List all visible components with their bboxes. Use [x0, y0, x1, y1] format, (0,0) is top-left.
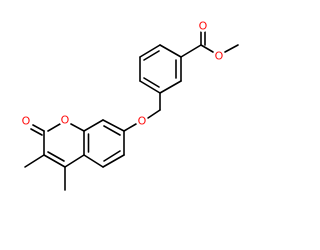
bond-c8-c7-inner	[103, 125, 121, 136]
bond-o1-c8a	[70, 123, 85, 132]
ester-carbonyl-oxygen-label: O	[199, 20, 208, 33]
bond-c2-carbonyl-b	[30, 128, 43, 136]
bond-c6prime-c1prime-inner	[143, 77, 160, 88]
ether-oxygen-label: O	[138, 115, 147, 128]
bond-ether-o-ch2	[147, 109, 161, 119]
bond-ring-ester-carbon	[180, 44, 202, 58]
ether-oxygen-atom: O	[136, 115, 148, 128]
bond-c4a-c4	[64, 154, 85, 168]
bond-c2-o1	[47, 123, 61, 132]
chemical-structure-diagram: O O O O O	[20, 20, 239, 191]
bond-c4-c3	[43, 154, 66, 168]
bond-c6-c5	[102, 154, 125, 168]
bond-c8a-c8	[83, 119, 104, 132]
bond-c1prime-c2prime	[159, 80, 182, 94]
carbonyl-oxygen-label: O	[22, 115, 31, 128]
bond-ester-o-methyl	[224, 44, 239, 53]
bond-c4prime-c5prime	[139, 44, 161, 58]
ring-oxygen-atom: O	[59, 114, 71, 127]
atom-label-layer: O O O O O	[20, 20, 225, 128]
ester-oxygen-atom: O	[213, 50, 225, 63]
bond-c3prime-c4prime	[159, 44, 182, 58]
bond-layer	[24, 30, 239, 191]
bond-c6prime-c1prime	[139, 80, 161, 94]
bond-c4prime-c5prime-inner	[143, 50, 160, 61]
ester-carbonyl-oxygen-atom: O	[197, 20, 209, 33]
bond-c4-c3-inner	[47, 151, 65, 162]
ring-oxygen-label: O	[61, 114, 70, 127]
bond-c5-c4a	[83, 154, 104, 168]
bond-c2-carbonyl-a	[32, 124, 45, 132]
bond-c8-c7	[102, 119, 125, 132]
carbonyl-oxygen-atom: O	[20, 115, 32, 128]
bond-ester-carbon-o	[200, 44, 214, 53]
bond-c6-c5-inner	[103, 150, 121, 162]
bond-c3-methyl	[24, 154, 45, 168]
ester-oxygen-label: O	[215, 50, 224, 63]
bond-c7-ether-o	[123, 123, 137, 132]
